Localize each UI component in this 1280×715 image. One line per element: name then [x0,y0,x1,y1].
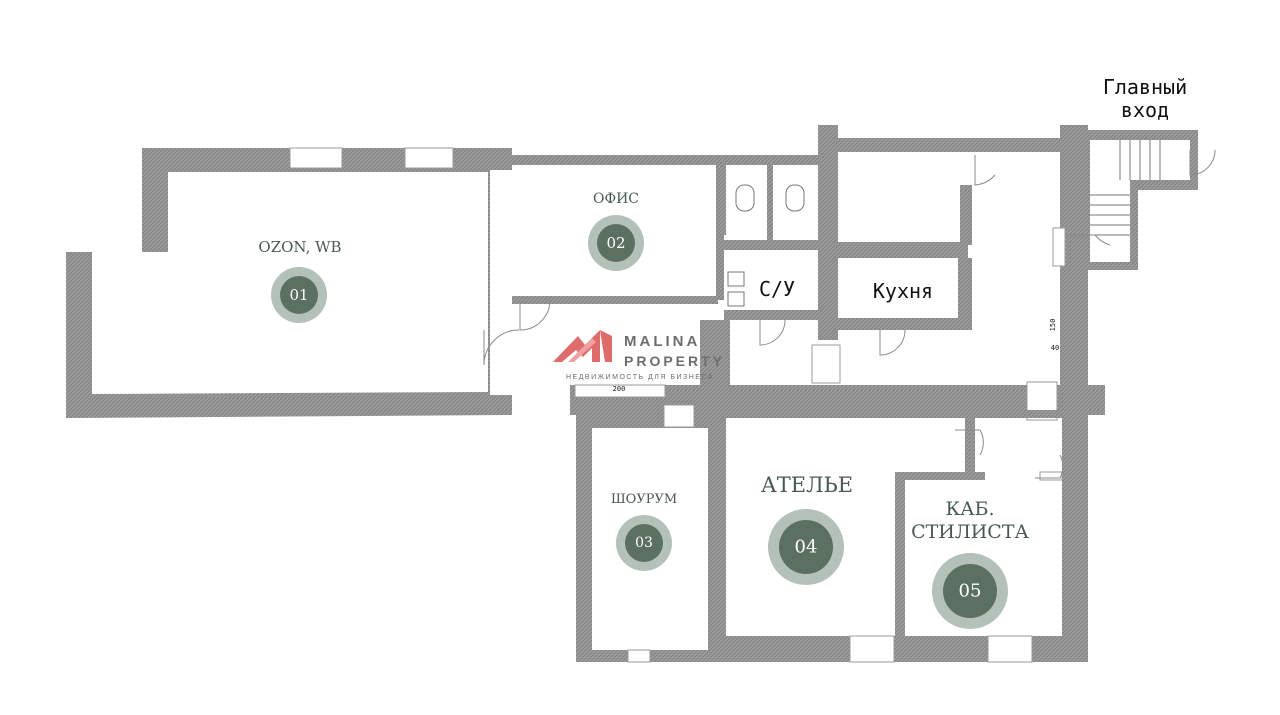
dimension-40: 40 [1051,344,1059,352]
room-02-walls [490,155,830,304]
door-swings [483,149,1216,479]
room-03-number: 03 [635,535,653,551]
logo-word-property: PROPERTY [624,353,725,369]
kitchen-name: Кухня [873,279,933,303]
logo-mark-icon [553,330,600,362]
entrance-stairs [1080,130,1198,270]
room-04-badge-inner [779,520,833,574]
room-02-name: ОФИС [593,191,639,207]
room-05-name-line2: СТИЛИСТА [911,521,1029,543]
room-01-name: OZON, WB [258,238,341,256]
wc-name: С/У [759,277,795,301]
dimension-150: 150 [1049,319,1057,332]
entrance-label-line2: вход [1121,98,1169,122]
room-01-badge-inner [280,276,318,314]
room-02-number: 02 [606,234,625,252]
room-05-name-line1: КАБ. [945,498,994,520]
room-02-badge-inner [597,224,635,262]
dimension-200: 200 [613,385,626,393]
room-03-badge-inner [625,524,663,562]
wc-walls [724,125,838,340]
room-04-number: 04 [795,537,818,558]
room-03-name: ШОУРУМ [611,492,677,507]
malina-logo: MALINA PROPERTY НЕДВИЖИМОСТЬ ДЛЯ БИЗНЕСА [553,330,725,381]
logo-word-malina: MALINA [624,333,700,350]
room-05-number: 05 [959,581,982,602]
room-04-name: АТЕЛЬЕ [761,473,853,497]
room-05-badge-inner [943,564,997,618]
entrance-label-line1: Главный [1103,75,1187,99]
room-04-05-walls [708,410,1088,663]
room-01-walls [66,147,512,418]
room-01-number: 01 [289,286,308,304]
right-block-walls [811,125,1088,415]
logo-tagline: НЕДВИЖИМОСТЬ ДЛЯ БИЗНЕСА [566,374,714,381]
